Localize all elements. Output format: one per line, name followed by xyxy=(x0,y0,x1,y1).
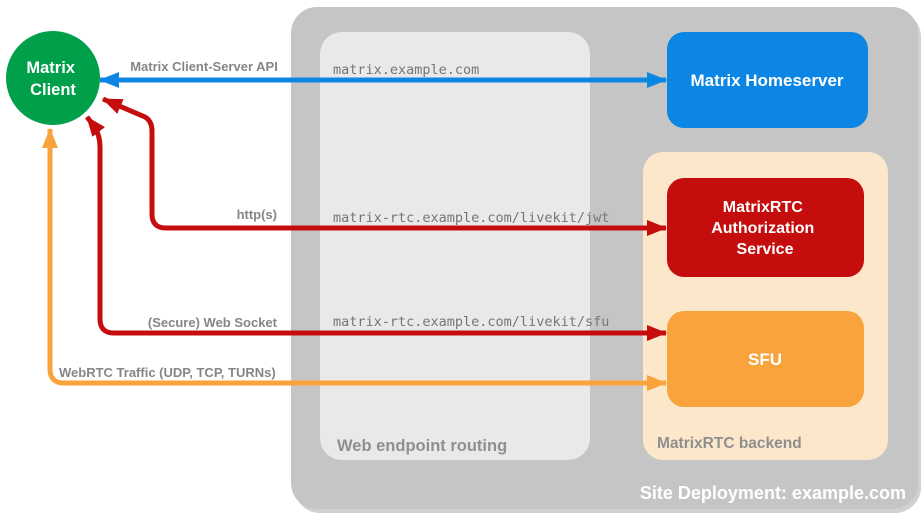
matrix-homeserver-node xyxy=(667,32,868,128)
auth-service-label-line3: Service xyxy=(737,241,794,258)
sfu-node xyxy=(667,311,864,407)
matrix-client-node xyxy=(6,31,100,125)
endpoint-livekit-sfu: matrix-rtc.example.com/livekit/sfu xyxy=(333,314,609,330)
webrtc-traffic-arrow xyxy=(42,128,667,391)
client-server-api-arrow-label: Matrix Client-Server API xyxy=(130,59,278,74)
web-endpoint-routing-title: Web endpoint routing xyxy=(337,437,507,455)
matrix-client-label-line2: Client xyxy=(30,81,76,99)
matrix-client-label-line1: Matrix xyxy=(26,59,75,77)
matrix-client-label: Matrix Client xyxy=(26,59,79,99)
https-arrow-label: http(s) xyxy=(237,207,277,222)
sfu-label: SFU xyxy=(748,350,782,369)
endpoint-matrix-domain: matrix.example.com xyxy=(333,62,479,78)
matrixrtc-auth-service-label: MatrixRTC Authorization Service xyxy=(711,199,819,258)
matrixrtc-backend-title: MatrixRTC backend xyxy=(657,435,802,452)
websocket-arrow-label: (Secure) Web Socket xyxy=(148,315,278,330)
endpoint-livekit-jwt: matrix-rtc.example.com/livekit/jwt xyxy=(333,210,609,226)
matrix-homeserver-label: Matrix Homeserver xyxy=(690,71,843,90)
web-endpoint-routing-box xyxy=(320,32,590,460)
site-deployment-title: Site Deployment: example.com xyxy=(640,483,906,503)
matrixrtc-auth-service-node xyxy=(667,178,864,277)
webrtc-traffic-arrow-label: WebRTC Traffic (UDP, TCP, TURNs) xyxy=(59,365,276,380)
auth-service-label-line2: Authorization xyxy=(711,220,814,237)
auth-service-label-line1: MatrixRTC xyxy=(723,199,803,216)
